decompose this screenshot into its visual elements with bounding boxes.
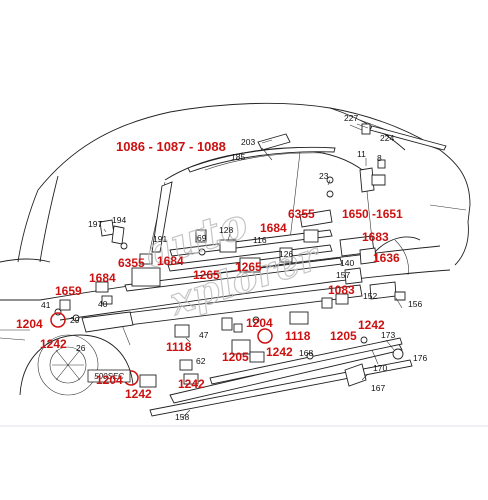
label-203: 203: [241, 137, 255, 147]
label-8: 8: [377, 153, 382, 163]
label-197: 197: [88, 219, 102, 229]
label-140: 140: [340, 258, 354, 268]
label-152: 152: [363, 291, 377, 301]
label-1265-b: 1265: [235, 260, 262, 274]
label-227: 227: [344, 113, 358, 123]
label-23: 23: [319, 171, 329, 181]
label-1659: 1659: [55, 284, 82, 298]
label-191: 191: [153, 234, 167, 244]
label-1684-b: 1684: [157, 254, 184, 268]
label-6355-a: 6355: [288, 207, 315, 221]
rear-trim-parts: [349, 123, 447, 151]
label-1205-b: 1205: [222, 350, 249, 364]
label-62: 62: [196, 356, 206, 366]
label-157: 157: [336, 270, 350, 280]
label-1684-a: 1684: [260, 221, 287, 235]
black-labels: 227 224 203 185 11 8 23 197 194 191 69 1…: [41, 113, 427, 422]
label-158: 158: [175, 412, 189, 422]
label-1650-1651: 1650 -1651: [342, 207, 403, 221]
door-components: [50, 159, 413, 417]
leader-lines: [103, 123, 403, 419]
label-1118-b: 1118: [166, 340, 192, 354]
label-1086-1087-1088: 1086 - 1087 - 1088: [116, 139, 226, 154]
label-116: 116: [253, 235, 267, 245]
label-1242-c: 1242: [266, 345, 293, 359]
label-224: 224: [380, 133, 394, 143]
red-labels: 1086 - 1087 - 1088 6355 1650 -1651 1684 …: [16, 139, 403, 401]
label-128: 128: [219, 225, 233, 235]
label-26: 26: [76, 343, 86, 353]
label-47: 47: [199, 330, 209, 340]
label-69: 69: [197, 233, 207, 243]
label-126: 126: [279, 249, 293, 259]
label-176: 176: [413, 353, 427, 363]
label-1636: 1636: [373, 251, 400, 265]
roof-trim-strip: [151, 133, 336, 253]
label-11: 11: [357, 149, 366, 159]
label-1684-c: 1684: [89, 271, 116, 285]
label-1204-b: 1204: [246, 316, 273, 330]
label-1118-a: 1118: [285, 329, 311, 343]
badge-text: 500SEC: [94, 372, 124, 381]
label-1205-a: 1205: [330, 329, 357, 343]
label-173: 173: [381, 330, 395, 340]
label-185: 185: [231, 152, 245, 162]
label-6355-b: 6355: [118, 256, 145, 270]
label-1242-b: 1242: [40, 337, 67, 351]
label-29: 29: [70, 315, 80, 325]
label-1242-d: 1242: [178, 377, 205, 391]
label-1242-a: 1242: [358, 318, 385, 332]
label-1083: 1083: [328, 283, 355, 297]
label-1204-a: 1204: [16, 317, 43, 331]
label-168: 168: [299, 348, 313, 358]
model-badge: 500SEC: [87, 369, 131, 383]
label-1683: 1683: [362, 230, 389, 244]
label-1265-a: 1265: [193, 268, 220, 282]
label-170: 170: [373, 363, 387, 373]
label-40: 40: [98, 299, 108, 309]
label-1204-c: 1204: [96, 373, 123, 387]
label-167: 167: [371, 383, 385, 393]
label-156: 156: [408, 299, 422, 309]
label-41: 41: [41, 300, 51, 310]
label-1242-e: 1242: [125, 387, 152, 401]
label-194: 194: [112, 215, 126, 225]
